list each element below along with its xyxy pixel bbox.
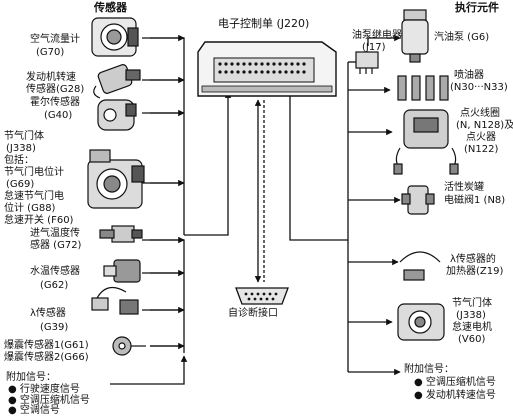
- idle-motor-label-1: 节气门体: [452, 298, 492, 309]
- canister-label-1: 活性炭罐: [444, 182, 484, 193]
- coolant-temp-label-1: 水温传感器: [30, 266, 80, 277]
- lambda-sensor-icon: [91, 286, 139, 315]
- canister-label-2: 电磁阀1 (N8): [444, 195, 506, 206]
- knock-sensor-icon: [112, 336, 146, 356]
- injectors-icon: [397, 75, 449, 101]
- bullet: ●: [8, 395, 17, 406]
- ecu-title: 电子控制单 (J220): [218, 17, 310, 30]
- extra-out-item-2: ● 发动机转速信号: [414, 390, 496, 401]
- lambda-heater-label-2: 加热器(Z19): [446, 266, 504, 277]
- injectors-label-2: (N30···N33): [450, 82, 508, 93]
- extra-in-item-3: ● 空调信号: [8, 405, 60, 416]
- diagnostic-connector: [235, 287, 289, 305]
- throttle-body-label-8: 怠速开关 (F60): [4, 215, 74, 226]
- hall-label-1: 霍尔传感器: [30, 97, 80, 108]
- lambda-heater-label-1: λ传感器的: [450, 254, 496, 265]
- bullet: ●: [8, 384, 17, 395]
- idle-motor-icon: [397, 303, 445, 341]
- extra-in-title: 附加信号：: [6, 372, 56, 383]
- air-flow-meter-label-1: 空气流量计: [30, 34, 80, 45]
- throttle-body-label-2: (J338): [6, 143, 36, 154]
- lambda-label-2: (G39): [40, 322, 69, 333]
- ecu-unit: [197, 41, 337, 97]
- hall-sensor-icon: [97, 99, 137, 131]
- extra-out-title: 附加信号：: [404, 364, 454, 375]
- air-flow-meter-icon: [91, 17, 139, 57]
- throttle-body-label-6: 怠速节气门电: [4, 191, 64, 202]
- intake-temp-label-2: 感器 (G72): [30, 240, 82, 251]
- idle-motor-label-4: (V60): [458, 334, 486, 345]
- bullet: ●: [8, 405, 17, 416]
- fuel-pump-relay-label-1: 油泵继电器: [352, 30, 402, 41]
- coolant-temp-sensor-icon: [103, 259, 141, 283]
- canister-valve-icon: [401, 185, 435, 215]
- idle-motor-label-2: (J338): [456, 310, 486, 321]
- ignition-label-3: 点火器: [466, 132, 496, 143]
- fuel-pump-label: 汽油泵 (G6): [434, 32, 490, 43]
- throttle-body-label-1: 节气门体: [4, 131, 44, 142]
- injectors-label-1: 喷油器: [454, 70, 484, 81]
- engine-speed-label-1: 发动机转速: [26, 72, 76, 83]
- knock-label-1: 爆震传感器1(G61): [4, 340, 89, 351]
- air-flow-meter-label-2: (G70): [36, 47, 65, 58]
- sensors-header: 传感器: [94, 1, 127, 14]
- intake-temp-label-1: 进气温度传: [30, 228, 80, 239]
- diagnostic-label: 自诊断接口: [228, 308, 278, 319]
- ignition-label-4: (N122): [464, 144, 499, 155]
- diagnostic-link: [254, 99, 265, 283]
- fuel-pump-icon: [401, 9, 429, 63]
- sensor-arrows: [110, 34, 188, 385]
- lambda-label-1: λ传感器: [30, 308, 66, 319]
- fuel-pump-relay-icon: [355, 51, 379, 74]
- extra-in-item-1: ● 行驶速度信号: [8, 384, 80, 395]
- throttle-body-label-4: 节气门电位计: [4, 167, 64, 178]
- lambda-heater-icon: [399, 251, 441, 281]
- fuel-pump-relay-label-2: (J17): [362, 42, 386, 53]
- ignition-label-2: (N, N128)及: [456, 120, 513, 131]
- ignition-label-1: 点火线圈: [460, 108, 500, 119]
- knock-label-2: 爆震传感器2(G66): [4, 352, 89, 363]
- throttle-body-label-3: 包括：: [4, 155, 34, 166]
- engine-speed-label-2: 传感器(G28): [26, 84, 85, 95]
- throttle-body-icon: [87, 149, 145, 209]
- engine-speed-sensor-icon: [93, 64, 141, 99]
- actuators-header: 执行元件: [455, 1, 499, 14]
- throttle-body-label-5: (G69): [6, 179, 35, 190]
- bullet: ●: [414, 377, 423, 388]
- actuator-bus: [289, 34, 401, 376]
- extra-in-item-2: ● 空调压缩机信号: [8, 395, 90, 406]
- ignition-coil-icon: [393, 109, 459, 175]
- throttle-body-label-7: 位计 (G88): [4, 203, 56, 214]
- idle-motor-label-3: 怠速电机: [452, 322, 492, 333]
- hall-label-2: (G40): [44, 110, 73, 121]
- coolant-temp-label-2: (G62): [40, 280, 69, 291]
- extra-out-item-1: ● 空调压缩机信号: [414, 377, 496, 388]
- bullet: ●: [414, 390, 423, 401]
- intake-temp-sensor-icon: [99, 225, 143, 243]
